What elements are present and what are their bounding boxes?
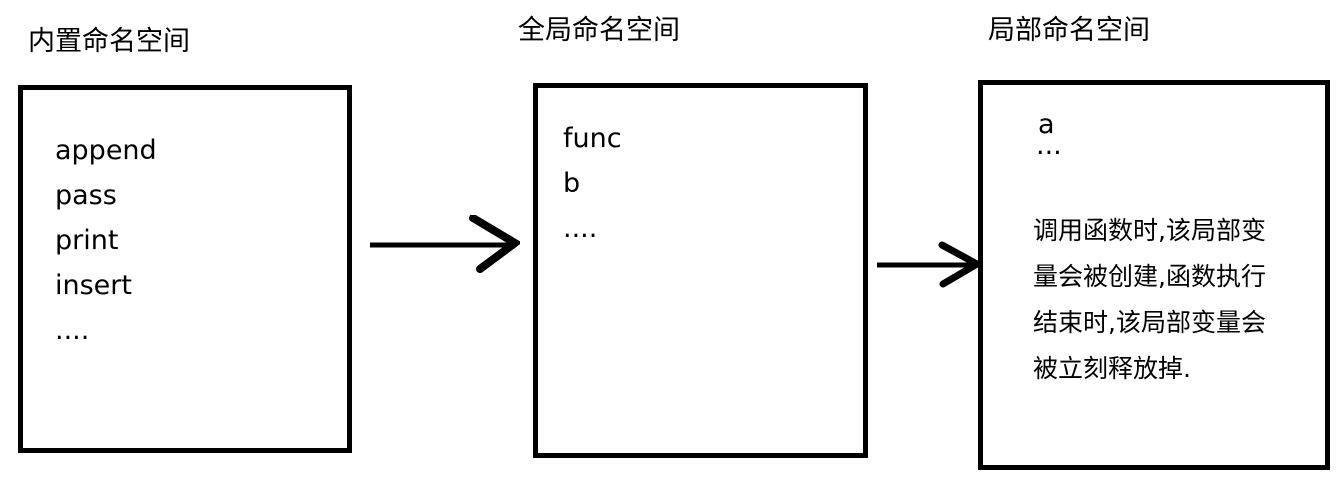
ellipsis-item: ... xyxy=(1036,130,1062,161)
local-namespace-label: 局部命名空间 xyxy=(988,15,1150,46)
list-item: b xyxy=(563,168,581,199)
local-namespace-box: a ... 调用函数时,该局部变 量会被创建,函数执行 结束时,该局部变量会 被… xyxy=(978,80,1330,470)
global-namespace-label: 全局命名空间 xyxy=(518,15,680,46)
note-line: 量会被创建,函数执行 xyxy=(1033,262,1266,291)
list-item: print xyxy=(55,225,119,256)
builtin-namespace-label: 内置命名空间 xyxy=(28,26,190,57)
note-line: 调用函数时,该局部变 xyxy=(1033,216,1266,245)
right-arrow-icon xyxy=(370,215,520,273)
list-item: a xyxy=(1038,109,1055,140)
note-line: 结束时,该局部变量会 xyxy=(1033,308,1266,337)
note-line: 被立刻释放掉. xyxy=(1033,354,1191,383)
ellipsis-item: .... xyxy=(563,213,598,244)
arrow-head xyxy=(469,215,520,273)
global-namespace-box: func b .... xyxy=(533,83,868,458)
list-item: func xyxy=(563,123,622,154)
list-item: insert xyxy=(55,270,132,301)
list-item: pass xyxy=(55,180,117,211)
arrow-head xyxy=(938,241,981,288)
right-arrow-icon xyxy=(877,241,981,288)
list-item: append xyxy=(55,135,157,166)
builtin-namespace-box: append pass print insert .... xyxy=(18,85,352,453)
ellipsis-item: .... xyxy=(55,315,90,346)
local-variable-note: 调用函数时,该局部变 量会被创建,函数执行 结束时,该局部变量会 被立刻释放掉. xyxy=(1033,208,1325,392)
